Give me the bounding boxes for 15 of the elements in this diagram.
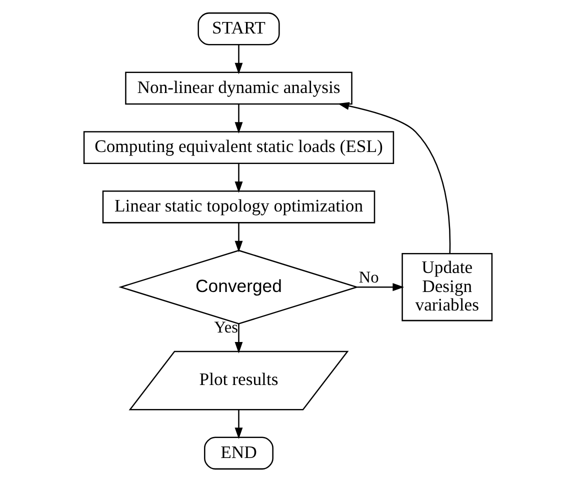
- edge-label: No: [358, 268, 378, 287]
- arrow: [234, 222, 242, 252]
- arrow: [234, 324, 242, 354]
- arrow: [356, 283, 404, 292]
- arrow: [234, 45, 242, 74]
- arrow: [234, 410, 242, 439]
- node-box: START: [197, 12, 280, 46]
- arrow: [234, 104, 242, 134]
- node-box: Non-linear dynamic analysis: [124, 72, 352, 105]
- node-box: Update Design variables: [401, 253, 492, 322]
- arrow: [337, 102, 450, 254]
- node-box: Computing equivalent static loads (ESL): [82, 131, 394, 164]
- arrow: [234, 164, 242, 193]
- node-box: Linear static topology optimization: [102, 190, 375, 224]
- node-box: END: [204, 436, 273, 470]
